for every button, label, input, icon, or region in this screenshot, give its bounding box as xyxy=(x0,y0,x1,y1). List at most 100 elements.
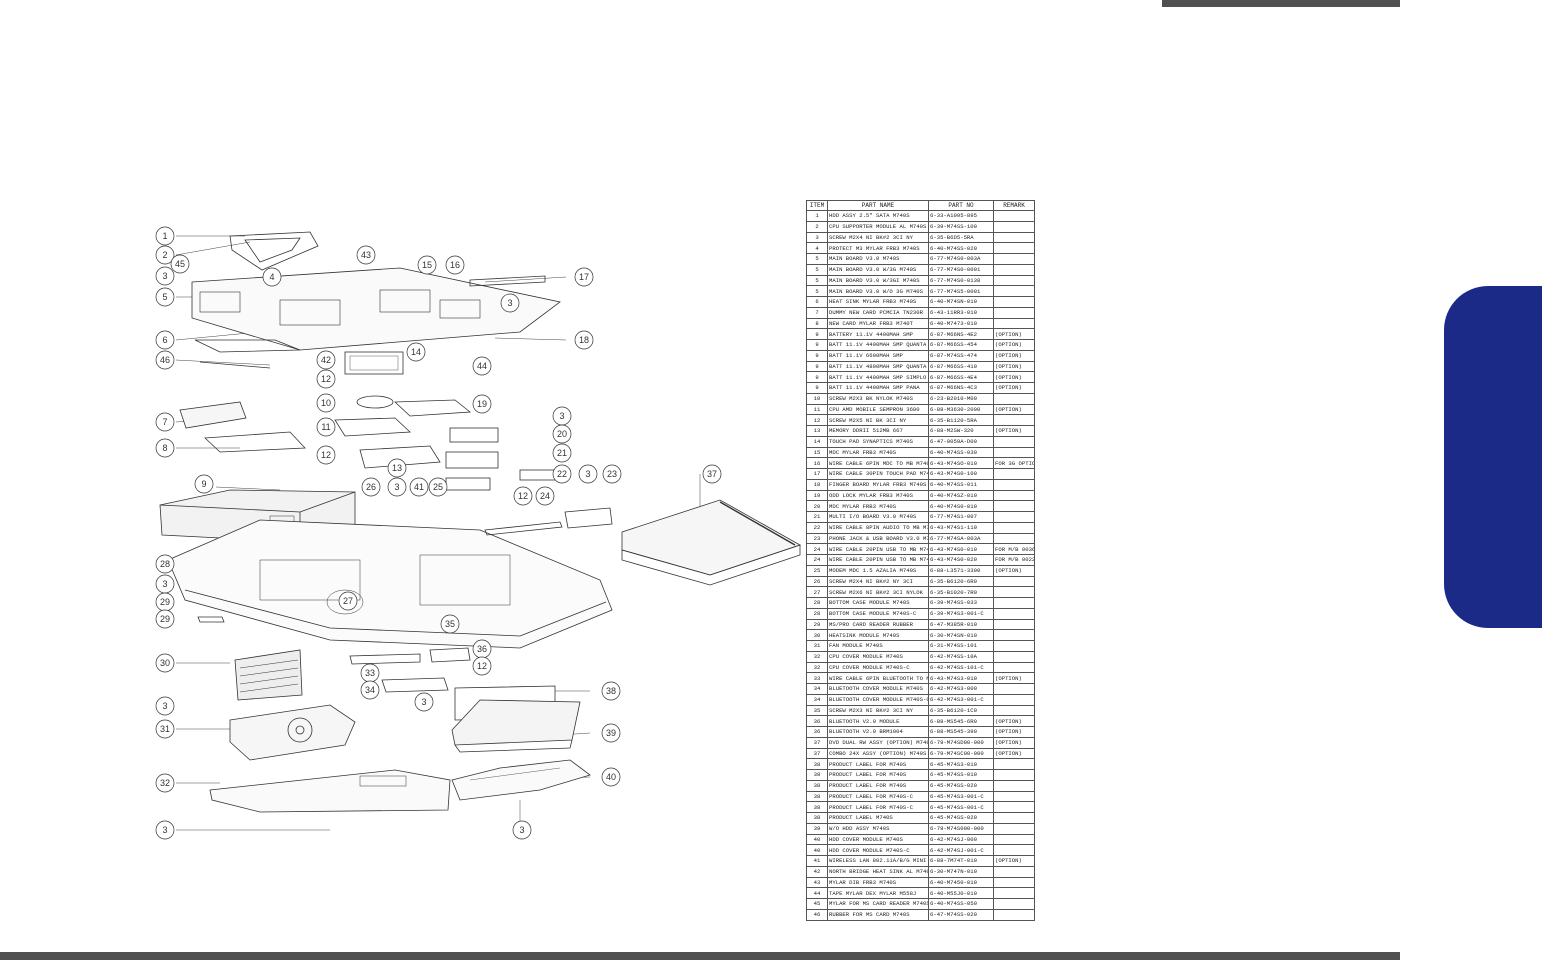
cell-part-name: WIRELESS LAN 802.11A/B/G MINI PCIE xyxy=(827,855,929,867)
cell-part-name: BLUETOOTH V2.0 MODULE xyxy=(827,715,929,727)
cell-item: 18 xyxy=(806,478,828,491)
cell-part-name: NEW CARD MYLAR FRB3 M740T xyxy=(827,317,929,330)
cell-part-no: 6-42-M74SS-101-C xyxy=(928,661,994,674)
callout-17 xyxy=(574,267,594,287)
cell-remark: (OPTION) xyxy=(993,382,1035,394)
cell-part-no: 6-47-M74SS-020 xyxy=(928,908,994,921)
callout-number: 16 xyxy=(450,260,460,270)
cell-part-no: 6-77-M74S1-007 xyxy=(928,511,994,523)
part-heatsink-module xyxy=(234,649,303,701)
cell-item: 38 xyxy=(806,758,828,770)
cell-remark xyxy=(993,683,1035,695)
cell-part-no: 6-43-M74S0-100 xyxy=(928,468,994,480)
part-cpu-cover xyxy=(209,769,451,813)
callout-10 xyxy=(316,393,336,413)
top-rule xyxy=(1162,0,1400,7)
cell-remark xyxy=(993,285,1035,297)
cell-part-name: BLUETOOTH COVER MODULE M740S-C xyxy=(827,693,929,706)
cell-part-name: BATT 11.1V 4400MAH SMP QUANTA xyxy=(827,339,929,351)
part-cpu-supporter xyxy=(229,231,319,271)
callout-number: 45 xyxy=(175,259,185,269)
cell-part-name: WIRE CABLE 6PIN BLUETOOTH TO MB M740S xyxy=(827,672,929,684)
cell-part-no: 6-43-M74SO-010 xyxy=(928,457,994,469)
cell-part-name: MDC MYLAR FRB3 M740S xyxy=(827,446,929,459)
cell-part-name: RUBBER FOR MS CARD M740S xyxy=(827,908,929,921)
callout-12c xyxy=(513,486,533,506)
cell-remark xyxy=(993,812,1035,824)
cell-remark xyxy=(993,263,1035,276)
cell-remark xyxy=(993,650,1035,663)
cell-item: 22 xyxy=(806,521,828,534)
callout-number: 3 xyxy=(162,701,167,711)
cell-item: 45 xyxy=(806,898,828,910)
cell-part-name: MS/PRO CARD READER RUBBER xyxy=(827,618,929,631)
callout-28 xyxy=(155,554,175,574)
part-bluetooth-cover xyxy=(381,677,449,693)
cell-item: 16 xyxy=(806,457,828,469)
callout-number: 26 xyxy=(366,482,376,492)
callout-number: 30 xyxy=(160,658,170,668)
cell-remark xyxy=(993,253,1035,265)
cell-item: 7 xyxy=(806,306,828,319)
cell-item: 9 xyxy=(806,382,828,394)
part-fan-module xyxy=(229,704,356,761)
callout-3b xyxy=(500,293,520,313)
callout-6 xyxy=(155,330,175,350)
cell-remark xyxy=(993,489,1035,502)
callout-21 xyxy=(552,443,572,463)
callout-number: 8 xyxy=(162,443,167,453)
cell-remark xyxy=(993,511,1035,523)
callout-3j xyxy=(512,820,532,840)
callout-number: 17 xyxy=(579,272,589,282)
cell-item: 27 xyxy=(806,586,828,598)
part-jack-board xyxy=(564,507,613,529)
callout-16 xyxy=(445,255,465,275)
cell-item: 30 xyxy=(806,629,828,641)
cell-item: 39 xyxy=(806,822,828,835)
cell-item: 15 xyxy=(806,446,828,459)
cell-part-no: 6-43-M74S3-010 xyxy=(928,672,994,684)
header-part-name: PART NAME xyxy=(827,200,929,211)
callout-number: 39 xyxy=(606,728,616,738)
cell-part-no: 6-40-M74SS-011 xyxy=(928,478,994,491)
cell-item: 42 xyxy=(806,865,828,878)
callout-number: 18 xyxy=(579,335,589,345)
callout-number: 22 xyxy=(557,469,567,479)
cell-remark: (OPTION) xyxy=(993,371,1035,383)
cell-part-no: 6-35-B6D5-5RA xyxy=(928,231,994,244)
callout-38 xyxy=(601,681,621,701)
cell-remark: (OPTION) xyxy=(993,747,1035,760)
callout-number: 25 xyxy=(433,482,443,492)
cell-part-name: BATT 11.1V 4400MAH SMP PANA xyxy=(827,382,929,394)
cell-part-name: PRODUCT LABEL FOR M740S xyxy=(827,769,929,781)
cell-part-no: 6-40-M74SS-020 xyxy=(928,242,994,254)
cell-item: 8 xyxy=(806,317,828,330)
callout-number: 28 xyxy=(160,559,170,569)
cell-part-name: HEAT SINK MYLAR FRB3 M740S xyxy=(827,296,929,308)
callout-9 xyxy=(194,474,214,494)
cell-part-no: 6-40-M7450-010 xyxy=(928,876,994,889)
cell-part-no: 6-87-M66SS-4E4 xyxy=(928,371,994,383)
cell-remark: (OPTION) xyxy=(993,403,1035,416)
cell-part-no: 6-42-M74SS-10A xyxy=(928,650,994,663)
cell-part-name: HDD COVER MODULE M740S xyxy=(827,833,929,846)
callout-39 xyxy=(601,723,621,743)
cell-part-name: CPU AMD MOBILE SEMPRON 3600 xyxy=(827,403,929,416)
cell-item: 5 xyxy=(806,274,828,287)
callout-number: 37 xyxy=(707,469,717,479)
cell-part-no: 6-88-MS545-390 xyxy=(928,726,994,738)
callout-number: 13 xyxy=(392,463,402,473)
cell-part-no: 6-88-MS545-6R0 xyxy=(928,715,994,727)
callout-3a xyxy=(155,266,175,286)
callout-number: 29 xyxy=(160,614,170,624)
cell-part-name: SCREW M2X3 NI BK#2 3CI NY xyxy=(827,704,929,717)
